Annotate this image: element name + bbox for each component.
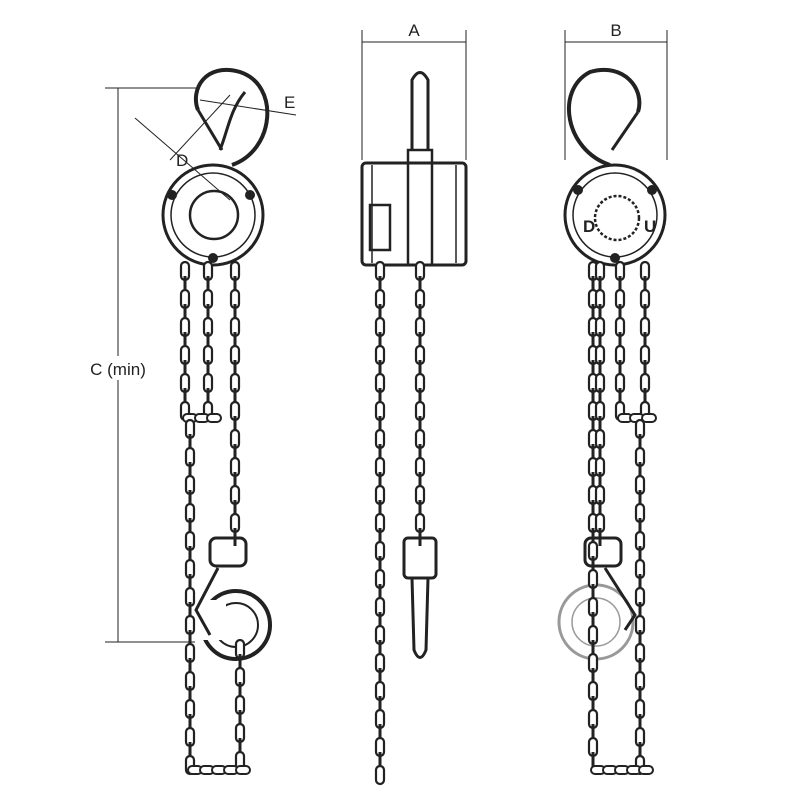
ratchet-wheel xyxy=(593,194,641,242)
bottom-hook-block xyxy=(583,536,623,568)
rear-view: D U xyxy=(557,68,667,661)
bottom-hook xyxy=(410,577,430,659)
label-b: B xyxy=(610,21,621,40)
dimension-b: B xyxy=(564,21,668,160)
chain-link xyxy=(374,764,386,786)
label-a: A xyxy=(408,21,420,40)
chains xyxy=(179,260,657,786)
wheel-mark-down: D xyxy=(583,217,595,236)
label-e: E xyxy=(284,93,295,112)
top-hook xyxy=(567,68,642,167)
dimension-d-e: D E xyxy=(134,93,297,201)
chain-link xyxy=(206,413,222,423)
wheel-hub xyxy=(188,189,240,241)
wheel-housing xyxy=(161,163,265,267)
chain-link xyxy=(638,765,654,775)
label-c: C (min) xyxy=(90,360,146,379)
label-d: D xyxy=(176,151,188,170)
dimension-c: C (min) xyxy=(78,87,200,643)
top-hook xyxy=(410,71,430,150)
wheel-mark-up: U xyxy=(644,217,656,236)
dimension-a: A xyxy=(361,21,467,160)
wheel-housing xyxy=(563,163,667,267)
bottom-hook-block xyxy=(208,536,248,568)
chain-link xyxy=(641,413,657,423)
side-view xyxy=(360,71,468,659)
chain-link xyxy=(235,765,251,775)
top-hook xyxy=(193,68,270,167)
